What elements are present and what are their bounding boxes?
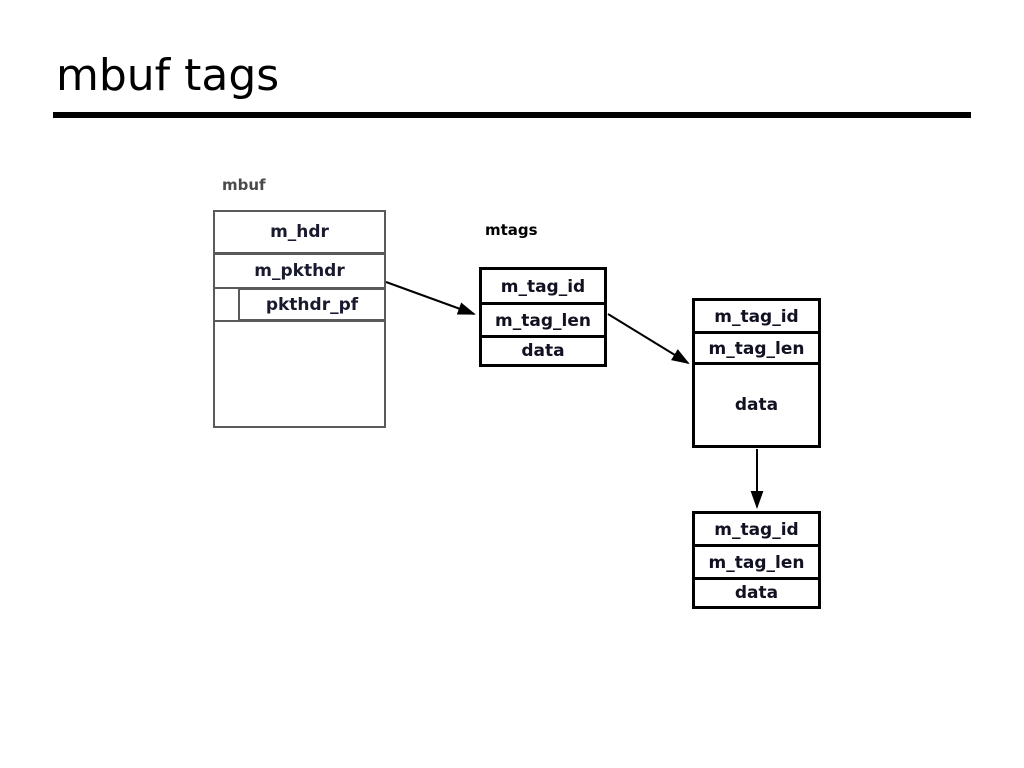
mbuf-row-m-pkthdr: m_pkthdr <box>213 253 386 289</box>
mtag-3-divider-2 <box>695 577 818 580</box>
mtag-1-divider-1 <box>482 302 604 305</box>
mtag-3-row-m-tag-id: m_tag_id <box>695 514 818 545</box>
mtag-2-row-m-tag-id: m_tag_id <box>695 301 818 332</box>
mtag-1-divider-2 <box>482 335 604 338</box>
mtag-1-row-m-tag-len: m_tag_len <box>482 305 604 336</box>
mtags-caption: mtags <box>485 221 538 239</box>
mtag-3-row-m-tag-len: m_tag_len <box>695 547 818 578</box>
mtag-2-divider-1 <box>695 331 818 334</box>
mbuf-row-m-hdr: m_hdr <box>213 210 386 254</box>
title-divider <box>53 112 971 118</box>
mtag-3-row-data: data <box>695 580 818 606</box>
arrow-mbuf-to-mtag1 <box>385 281 476 315</box>
arrow-mtag1-to-mtag2 <box>607 313 690 365</box>
mtag-2-row-m-tag-len: m_tag_len <box>695 334 818 363</box>
mtag-3-divider-1 <box>695 544 818 547</box>
mbuf-row-pkthdr-pf: pkthdr_pf <box>238 288 386 321</box>
page-title: mbuf tags <box>56 50 280 101</box>
mbuf-row-body <box>213 320 386 428</box>
mtag-2-row-data: data <box>695 365 818 445</box>
mtag-2-divider-2 <box>695 362 818 365</box>
mbuf-caption: mbuf <box>222 176 266 194</box>
mtag-1-row-m-tag-id: m_tag_id <box>482 270 604 303</box>
mtag-1-row-data: data <box>482 338 604 364</box>
